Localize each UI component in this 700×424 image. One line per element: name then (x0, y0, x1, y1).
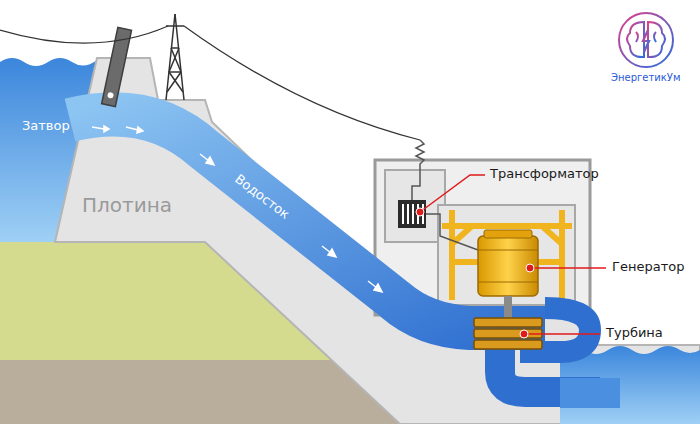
generator-symbol (478, 230, 538, 296)
steel-frame (442, 210, 572, 300)
penstock-label: Водосток (232, 171, 293, 222)
logo-text: ЭнергетикУм (611, 72, 680, 84)
transformer-room (385, 170, 445, 242)
leader-lines (420, 175, 606, 334)
transformer-label: Трансформатор (490, 166, 599, 182)
dam-body (55, 58, 700, 424)
ground-bedrock (0, 360, 400, 424)
penstock (70, 114, 545, 328)
cable (426, 214, 478, 250)
shaft (504, 296, 512, 320)
outflow (560, 378, 620, 408)
generator-label: Генератор (612, 259, 684, 275)
logo-icon (619, 13, 673, 67)
pylon (166, 14, 184, 100)
generator-hall (438, 205, 575, 305)
transformer-symbol (398, 200, 426, 228)
turbine-label: Турбина (606, 325, 663, 341)
insulator (416, 140, 424, 172)
dam-label: Плотина (82, 193, 172, 217)
power-line (0, 26, 420, 140)
gate-label: Затвор (22, 118, 70, 134)
callout-dots (416, 208, 534, 338)
busbar (412, 172, 420, 200)
